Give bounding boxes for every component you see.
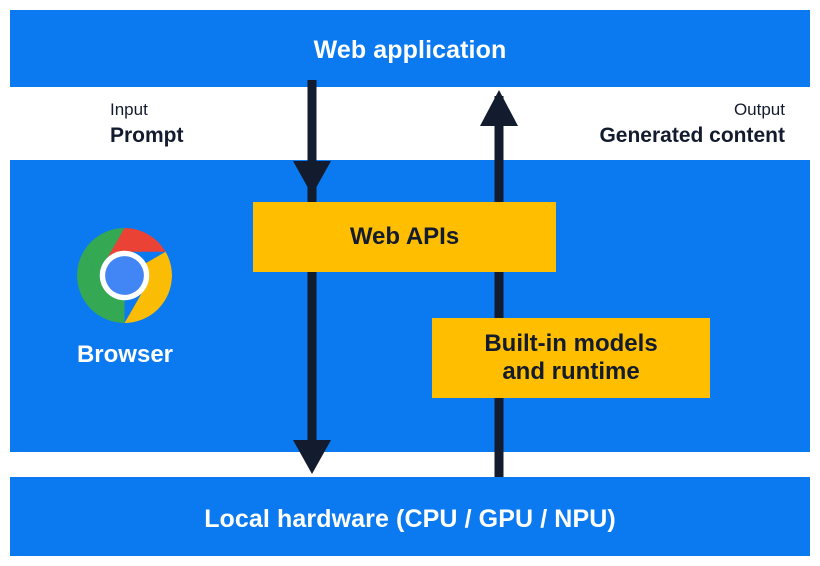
box-built-in-models[interactable]: Built-in models and runtime <box>432 318 710 398</box>
local-hardware-title: Local hardware (CPU / GPU / NPU) <box>204 505 616 533</box>
output-label: Output <box>733 100 785 119</box>
layer-local-hardware: Local hardware (CPU / GPU / NPU) <box>10 477 810 556</box>
layer-web-application: Web application <box>10 10 810 87</box>
output-flow-caption: Output Generated content <box>599 99 785 149</box>
input-label: Input <box>110 100 148 119</box>
box-built-in-models-line1: Built-in models <box>484 329 658 357</box>
web-application-title: Web application <box>313 36 507 64</box>
box-built-in-models-line2: and runtime <box>502 358 640 385</box>
input-value: Prompt <box>110 123 184 147</box>
box-built-in-models-label: Built-in models and runtime <box>484 330 657 387</box>
box-web-apis-label: Web APIs <box>349 223 460 250</box>
chrome-logo-icon <box>77 227 172 324</box>
output-value: Generated content <box>599 123 785 147</box>
box-web-apis[interactable]: Web APIs <box>253 202 556 272</box>
input-flow-caption: Input Prompt <box>110 99 184 149</box>
browser-label: Browser <box>76 341 174 368</box>
